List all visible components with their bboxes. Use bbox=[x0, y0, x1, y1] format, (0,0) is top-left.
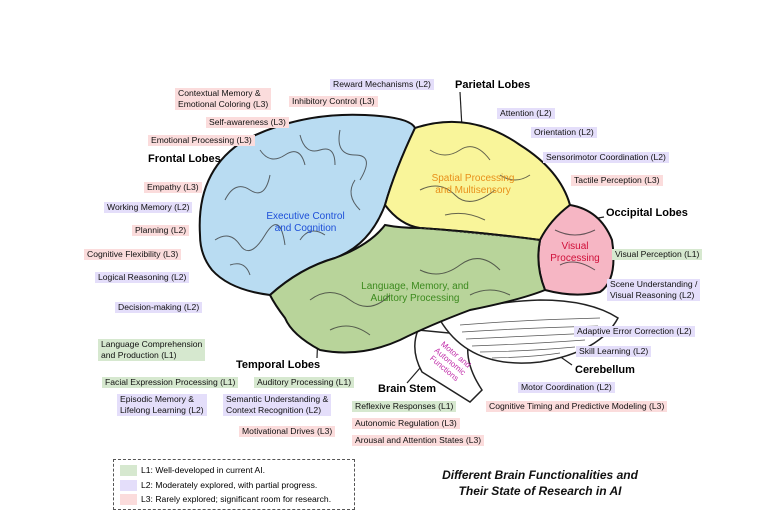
motivational-drives-label: Motivational Drives (L3) bbox=[239, 426, 336, 437]
region-line: Language, Memory, and bbox=[361, 281, 469, 292]
legend-text-l2: L2: Moderately explored, with partial pr… bbox=[141, 480, 318, 490]
reflexive-responses-label: Reflexive Responses (L1) bbox=[352, 401, 457, 412]
episodic-memory-label: Episodic Memory & Lifelong Learning (L2) bbox=[117, 394, 207, 416]
label-line: Semantic Understanding & bbox=[226, 394, 329, 404]
attention-label: Attention (L2) bbox=[497, 108, 555, 119]
arousal-attention-label: Arousal and Attention States (L3) bbox=[352, 435, 485, 446]
temporal-lobes-label: Temporal Lobes bbox=[236, 359, 321, 371]
cognitive-timing-label: Cognitive Timing and Predictive Modeling… bbox=[486, 401, 668, 412]
decision-making-label: Decision-making (L2) bbox=[115, 302, 203, 313]
figure-caption: Different Brain Functionalities and Thei… bbox=[400, 467, 680, 499]
parietal-lobes-label: Parietal Lobes bbox=[455, 79, 531, 91]
gyri-lines bbox=[214, 129, 596, 336]
parietal-temporal-boundary bbox=[419, 227, 541, 241]
label-line: Scene Understanding / bbox=[610, 279, 698, 289]
self-awareness-label: Self-awareness (L3) bbox=[206, 117, 289, 128]
inhibitory-control-label: Inhibitory Control (L3) bbox=[289, 96, 378, 107]
leader-brainstem bbox=[406, 367, 421, 384]
working-memory-label: Working Memory (L2) bbox=[104, 202, 193, 213]
label-line: Contextual Memory & bbox=[178, 88, 261, 98]
executive-control-region: Executive Control and Cognition bbox=[248, 211, 363, 235]
language-memory-region: Language, Memory, and Auditory Processin… bbox=[345, 281, 485, 305]
emotional-processing-label: Emotional Processing (L3) bbox=[148, 135, 255, 146]
reward-mechanisms-label: Reward Mechanisms (L2) bbox=[330, 79, 434, 90]
legend-text-l3: L3: Rarely explored; significant room fo… bbox=[141, 494, 332, 504]
legend-swatch-l1 bbox=[120, 464, 137, 476]
occipital-lobes-label: Occipital Lobes bbox=[606, 207, 688, 219]
tactile-perception-label: Tactile Perception (L3) bbox=[571, 175, 663, 186]
region-line: Executive Control bbox=[266, 211, 345, 222]
semantic-understanding-label: Semantic Understanding & Context Recogni… bbox=[223, 394, 332, 416]
contextual-memory-label: Contextual Memory & Emotional Coloring (… bbox=[175, 88, 272, 110]
label-line: Emotional Coloring (L3) bbox=[178, 99, 269, 109]
spatial-processing-region: Spatial Processing and Multisensory bbox=[418, 173, 528, 197]
adaptive-error-correction-label: Adaptive Error Correction (L2) bbox=[574, 326, 695, 337]
occipital-lobe-shape bbox=[537, 203, 615, 296]
region-line: Spatial Processing bbox=[431, 173, 515, 184]
region-line: Visual bbox=[561, 241, 589, 252]
cerebellum-label: Cerebellum bbox=[575, 364, 635, 376]
legend-text-l1: L1: Well-developed in current AI. bbox=[141, 465, 266, 475]
label-line: Lifelong Learning (L2) bbox=[120, 405, 204, 415]
caption-line: Their State of Research in AI bbox=[458, 484, 622, 498]
orientation-label: Orientation (L2) bbox=[531, 127, 597, 138]
label-line: Language Comprehension bbox=[101, 339, 203, 349]
empathy-label: Empathy (L3) bbox=[144, 182, 202, 193]
region-line: and Multisensory bbox=[435, 185, 511, 196]
logical-reasoning-label: Logical Reasoning (L2) bbox=[95, 272, 190, 283]
caption-line: Different Brain Functionalities and bbox=[442, 468, 638, 482]
scene-understanding-label: Scene Understanding / Visual Reasoning (… bbox=[607, 279, 701, 301]
legend-l1: L1: Well-developed in current AI. bbox=[120, 464, 265, 476]
visual-perception-label: Visual Perception (L1) bbox=[612, 249, 703, 260]
label-line: Visual Reasoning (L2) bbox=[610, 290, 695, 300]
legend-l3: L3: Rarely explored; significant room fo… bbox=[120, 493, 331, 505]
legend-swatch-l3 bbox=[120, 493, 137, 505]
visual-processing-region: Visual Processing bbox=[543, 241, 607, 265]
planning-label: Planning (L2) bbox=[132, 225, 190, 236]
region-line: Auditory Processing bbox=[370, 293, 460, 304]
cognitive-flexibility-label: Cognitive Flexibility (L3) bbox=[84, 249, 182, 260]
legend: L1: Well-developed in current AI. L2: Mo… bbox=[113, 459, 355, 510]
motor-coordination-label: Motor Coordination (L2) bbox=[518, 382, 615, 393]
brain-stem-label: Brain Stem bbox=[378, 383, 437, 395]
facial-expression-label: Facial Expression Processing (L1) bbox=[102, 377, 239, 388]
label-line: and Production (L1) bbox=[101, 350, 177, 360]
region-line: and Cognition bbox=[274, 223, 337, 234]
label-line: Episodic Memory & bbox=[120, 394, 195, 404]
region-line: Processing bbox=[550, 253, 600, 264]
language-comprehension-label: Language Comprehension and Production (L… bbox=[98, 339, 206, 361]
sensorimotor-coordination-label: Sensorimotor Coordination (L2) bbox=[543, 152, 669, 163]
legend-swatch-l2 bbox=[120, 479, 137, 491]
autonomic-regulation-label: Autonomic Regulation (L3) bbox=[352, 418, 460, 429]
auditory-processing-label: Auditory Processing (L1) bbox=[254, 377, 355, 388]
skill-learning-label: Skill Learning (L2) bbox=[576, 346, 652, 357]
temporal-lobe-shape bbox=[268, 223, 547, 354]
label-line: Context Recognition (L2) bbox=[226, 405, 322, 415]
frontal-lobes-label: Frontal Lobes bbox=[148, 153, 221, 165]
legend-l2: L2: Moderately explored, with partial pr… bbox=[120, 479, 317, 491]
